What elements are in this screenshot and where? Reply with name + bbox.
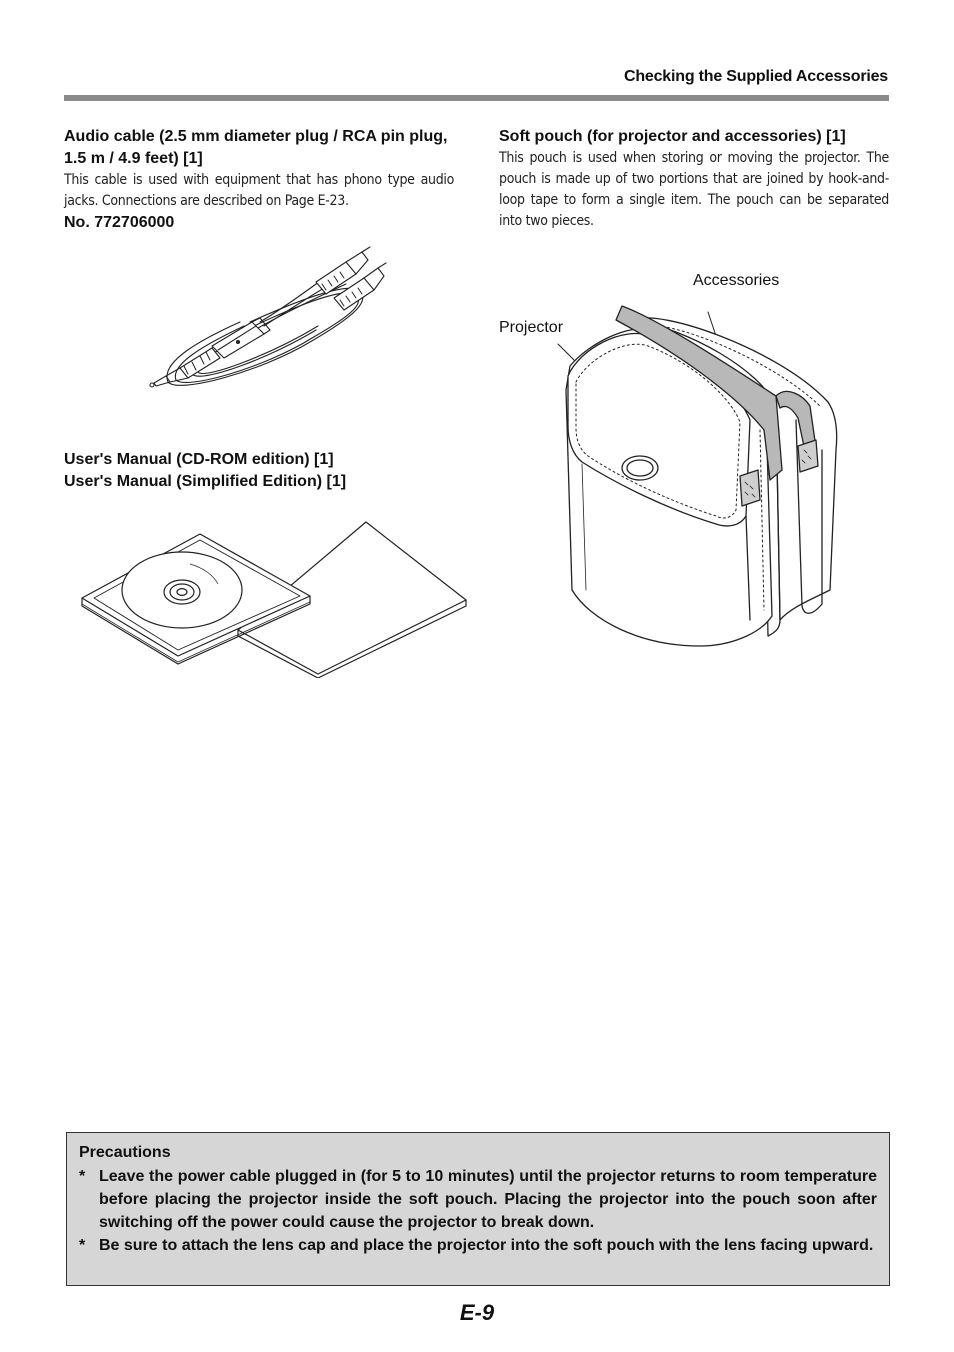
accessories-label: Accessories — [693, 272, 780, 289]
soft-pouch-description: This pouch is used when storing or movin… — [499, 150, 889, 229]
precautions-title: Precautions — [79, 1144, 171, 1161]
precautions-box: Precautions * Leave the power cable plug… — [66, 1132, 890, 1286]
page-number: E-9 — [459, 1300, 495, 1325]
soft-pouch-section: Soft pouch (for projector and accessorie… — [499, 126, 889, 232]
audio-cable-heading: Audio cable (2.5 mm diameter plug / RCA … — [64, 128, 448, 167]
cd-and-manual-illustration — [81, 521, 467, 678]
audio-cable-description: This cable is used with equipment that h… — [64, 172, 454, 209]
precaution-item: * Be sure to attach the lens cap and pla… — [79, 1234, 877, 1257]
precaution-text: Be sure to attach the lens cap and place… — [99, 1237, 874, 1254]
precautions-list: * Leave the power cable plugged in (for … — [79, 1165, 877, 1257]
manual-cdrom-heading: User's Manual (CD-ROM edition) [1] — [64, 451, 334, 468]
precaution-item: * Leave the power cable plugged in (for … — [79, 1165, 877, 1234]
soft-pouch-illustration — [557, 305, 838, 647]
manual-simplified-heading: User's Manual (Simplified Edition) [1] — [64, 473, 347, 490]
manuals-section: User's Manual (CD-ROM edition) [1] User'… — [64, 449, 464, 493]
header-divider — [64, 95, 889, 101]
precaution-bullet: * — [79, 1237, 86, 1254]
audio-cable-illustration — [149, 246, 387, 388]
audio-cable-part-number: No. 772706000 — [64, 214, 175, 231]
soft-pouch-heading: Soft pouch (for projector and accessorie… — [499, 128, 846, 145]
precaution-text: Leave the power cable plugged in (for 5 … — [99, 1168, 877, 1231]
precaution-bullet: * — [79, 1168, 86, 1185]
audio-cable-section: Audio cable (2.5 mm diameter plug / RCA … — [64, 126, 454, 234]
projector-label: Projector — [499, 319, 564, 336]
page-header-title: Checking the Supplied Accessories — [623, 68, 888, 85]
